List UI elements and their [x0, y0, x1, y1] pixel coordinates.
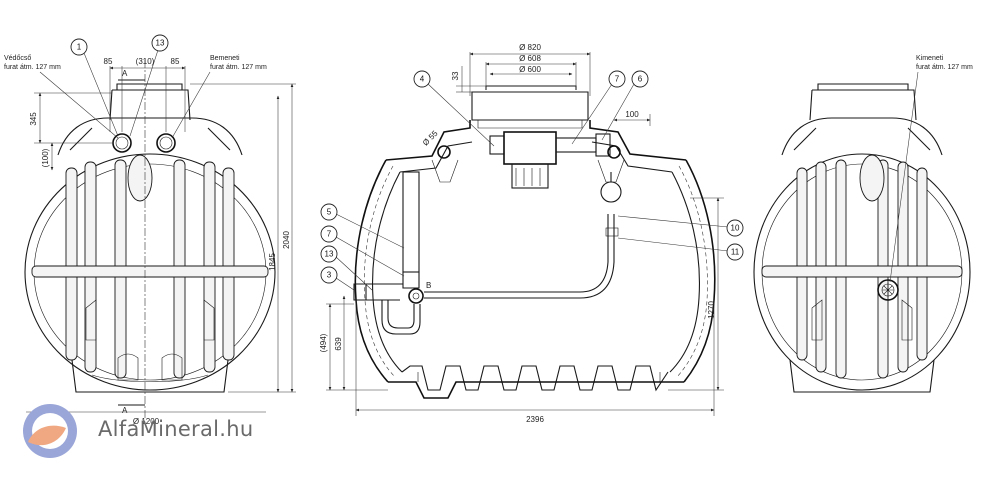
section-mark-a: A A	[118, 69, 145, 415]
dim-345: 345	[29, 112, 38, 126]
label-protective-line2: furat átm. 127 mm	[4, 64, 61, 71]
dim-639: 639	[334, 337, 343, 351]
callout-7-side: 7	[327, 230, 332, 239]
dim-d600: Ø 600	[519, 65, 541, 74]
left-tank-body	[24, 83, 276, 393]
left-pipes	[112, 133, 176, 153]
callout-13-mid: 13	[325, 250, 334, 259]
middle-view: B Ø 820 Ø 608 Ø 600 33 Ø 55 100 127	[319, 43, 744, 424]
dim-494: (494)	[319, 333, 328, 352]
section-tank-body	[354, 85, 716, 399]
label-outlet-line2: furat átm. 127 mm	[916, 64, 973, 71]
dim-1845: 1845	[268, 253, 277, 271]
dim-100-mid: 100	[625, 110, 639, 119]
right-view: Kimeneti furat átm. 127 mm	[753, 55, 973, 393]
callout-11: 11	[731, 248, 740, 257]
section-mark-top: A	[122, 69, 128, 78]
dim-d608: Ø 608	[519, 54, 541, 63]
dim-85-right: 85	[171, 57, 180, 66]
dim-33: 33	[451, 71, 460, 80]
callout-1: 1	[77, 43, 82, 52]
brand-logo	[23, 404, 77, 458]
internal-piping: B	[353, 171, 622, 335]
middle-callouts: 4 7 6 5 7 13 3 10 11	[320, 70, 744, 291]
dim-100: (100)	[41, 148, 50, 167]
left-view: A A 85 (310) 85 345 (100) 1845 2040	[4, 34, 296, 426]
dim-2040: 2040	[282, 231, 291, 249]
label-protective-line1: Védőcső	[4, 55, 31, 62]
left-labels: Védőcső furat átm. 127 mm Bemeneti furat…	[4, 55, 267, 139]
callout-13-left: 13	[156, 39, 165, 48]
logo-swoosh-orange	[28, 425, 66, 446]
label-outlet-line1: Kimeneti	[916, 55, 944, 62]
right-ribs	[761, 154, 963, 379]
dim-2396: 2396	[526, 415, 544, 424]
callout-3: 3	[327, 271, 332, 280]
inlet-assembly	[437, 131, 621, 189]
dim-1270: 1270	[707, 301, 716, 319]
dim-85-left: 85	[104, 57, 113, 66]
right-tank-body	[753, 83, 971, 393]
callout-7-top: 7	[615, 75, 620, 84]
brand-name: AlfaMineral.hu	[98, 417, 254, 441]
dim-d820: Ø 820	[519, 43, 541, 52]
callout-5: 5	[327, 208, 332, 217]
middle-dimensions: Ø 820 Ø 608 Ø 600 33 Ø 55 100 1270 (494)	[319, 43, 724, 424]
callout-6: 6	[638, 75, 643, 84]
callout-4: 4	[420, 75, 425, 84]
left-ribs	[31, 154, 269, 381]
label-inlet-line2: furat átm. 127 mm	[210, 64, 267, 71]
left-dimensions: 85 (310) 85 345 (100) 1845 2040 Ø 1200	[26, 57, 296, 426]
dim-310: (310)	[136, 57, 155, 66]
right-labels: Kimeneti furat átm. 127 mm	[889, 55, 973, 283]
callout-10: 10	[731, 224, 740, 233]
dim-diameter: Ø 1200	[133, 417, 160, 426]
right-outlet-pipe	[877, 279, 899, 301]
point-b: B	[426, 281, 431, 290]
left-callouts: 1 13	[70, 34, 169, 137]
section-mark-bottom: A	[122, 406, 128, 415]
label-inlet-line1: Bemeneti	[210, 55, 240, 62]
